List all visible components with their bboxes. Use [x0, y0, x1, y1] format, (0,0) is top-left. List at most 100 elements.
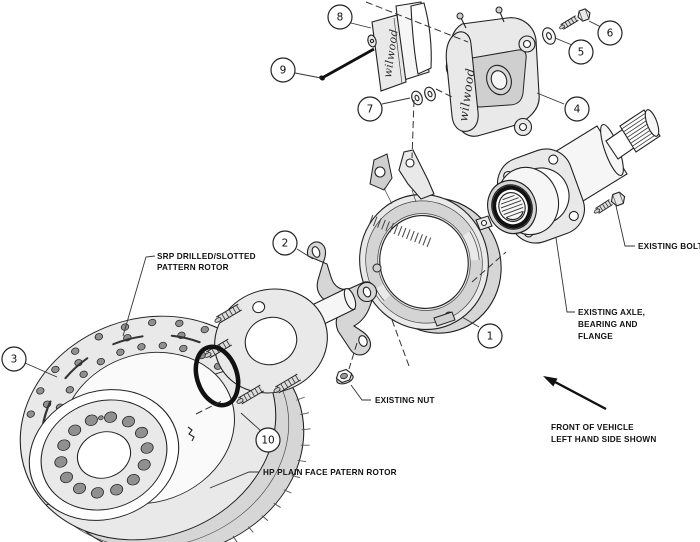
rotor-hat — [28, 389, 180, 521]
leader-8 — [350, 22, 372, 29]
callout-number: 10 — [261, 435, 274, 447]
washer-hole — [414, 94, 420, 102]
plate-ear-hole — [480, 219, 488, 227]
rotor-drill-hole — [79, 370, 88, 378]
callout-number: 5 — [578, 47, 585, 59]
leader-1 — [461, 316, 480, 328]
rotor-drill-hole — [179, 344, 188, 353]
front-of-vehicle-arrow — [543, 376, 607, 411]
rotor-drill-hole — [94, 333, 103, 341]
thread-line — [570, 18, 575, 24]
axis-dash — [365, 1, 469, 43]
axle-spline-hatch — [621, 112, 659, 150]
leader-6 — [588, 20, 602, 28]
axis-dash — [411, 99, 415, 159]
shoe-adjuster — [433, 311, 456, 327]
rotor-drill-hole — [175, 319, 184, 327]
hex-facet — [618, 192, 624, 204]
caliper-piston-bore — [490, 70, 508, 90]
wheel-stud-edge — [278, 379, 301, 394]
arrow-head — [543, 376, 558, 387]
bolt-shaft-tip — [593, 208, 601, 214]
label-existing-axle-line2: BEARING AND — [578, 320, 638, 329]
bleed-screw-stem — [499, 11, 505, 23]
thread-line — [250, 390, 255, 397]
hat-index-hole — [98, 415, 104, 421]
bore-hatch-line — [500, 200, 522, 209]
callouts: 1 2 3 4 5 6 7 8 9 10 — [1, 4, 623, 453]
callout-number: 7 — [367, 104, 374, 116]
wheel-stud-edge — [275, 373, 298, 388]
bolt-shaft-tip — [559, 24, 565, 30]
text-labels: SRP DRILLED/SLOTTED PATTERN ROTOR EXISTI… — [157, 242, 700, 477]
existing-nut — [335, 368, 354, 385]
spline-bore-hatch — [500, 194, 524, 218]
bore-hatch-line — [501, 203, 523, 212]
caliper: wilwood — [445, 6, 540, 137]
hub-flange-plate — [214, 288, 328, 394]
brake-pad-inner-plate — [371, 14, 407, 92]
rotor-vane-tick — [261, 515, 269, 521]
leader-7 — [381, 97, 411, 105]
rotor-drill-hole — [26, 410, 35, 418]
thread-line — [573, 16, 578, 22]
leader-srp — [122, 255, 156, 337]
thread-line — [226, 339, 231, 347]
hat-bolt-hole — [57, 439, 71, 451]
spline-line — [625, 118, 650, 136]
rotor-vane-tick — [273, 502, 281, 508]
rotor-drill-hole — [71, 347, 80, 355]
nut-bore — [340, 372, 348, 380]
leader-10 — [240, 412, 262, 432]
lining-hatch-line — [406, 229, 411, 240]
bore-hatch-line — [503, 207, 524, 215]
hat-bolt-hole — [68, 424, 82, 436]
callout-number: 2 — [282, 238, 289, 250]
anchor-link — [383, 187, 393, 205]
lining-hatch-line — [414, 232, 419, 243]
rotor-vane-tick — [291, 474, 301, 479]
lining-hatch-line — [381, 219, 386, 230]
callout-6: 6 — [597, 20, 623, 46]
pad-retainer-pin — [319, 47, 375, 81]
bearing-bore-shadow — [505, 211, 524, 221]
bolt-shaft-edge — [560, 15, 576, 26]
callout-5: 5 — [568, 39, 594, 65]
hat-center-bore — [76, 431, 132, 479]
callout-number: 8 — [337, 12, 344, 24]
lining-hatch-line — [368, 214, 374, 225]
rotor-drill-hole — [116, 348, 125, 356]
hat-bolt-hole — [54, 456, 68, 468]
thread-line — [287, 379, 292, 386]
washer-hole — [427, 90, 433, 98]
lining-hatch-line — [410, 230, 415, 241]
rotor-drill-hole — [51, 365, 60, 374]
thread-line — [243, 394, 248, 401]
wheel-stud — [275, 374, 301, 393]
hub-flange-hole — [252, 301, 266, 314]
callout-8: 8 — [327, 4, 353, 30]
rotor-vane-tick — [232, 535, 238, 542]
rotor-vane-tick — [300, 444, 310, 446]
rotor-drill-hole — [65, 386, 74, 394]
rotor-vane-tick — [301, 428, 311, 431]
hat-bolt-hole — [73, 482, 87, 495]
rotor-drill-hole — [96, 357, 105, 366]
wheel-stud-edge — [216, 303, 239, 318]
bearing — [487, 179, 537, 235]
thread-line — [211, 348, 216, 355]
thread-line — [221, 313, 226, 320]
wheel-stud-edge — [219, 309, 242, 324]
bore-hatch-line — [500, 197, 519, 205]
spline-line — [623, 115, 648, 133]
label-existing-axle-line1: EXISTING AXLE, — [578, 308, 645, 317]
label-front-line1: FRONT OF VEHICLE — [551, 423, 634, 432]
thread-line — [607, 200, 612, 206]
bleed-screw — [456, 12, 464, 20]
lining-hatch-line — [389, 222, 394, 233]
lining-hatch-line — [426, 237, 432, 248]
existing-bolt-shaft — [593, 199, 613, 214]
rotor-vane-tick — [296, 396, 305, 401]
axis-dash — [348, 342, 358, 370]
